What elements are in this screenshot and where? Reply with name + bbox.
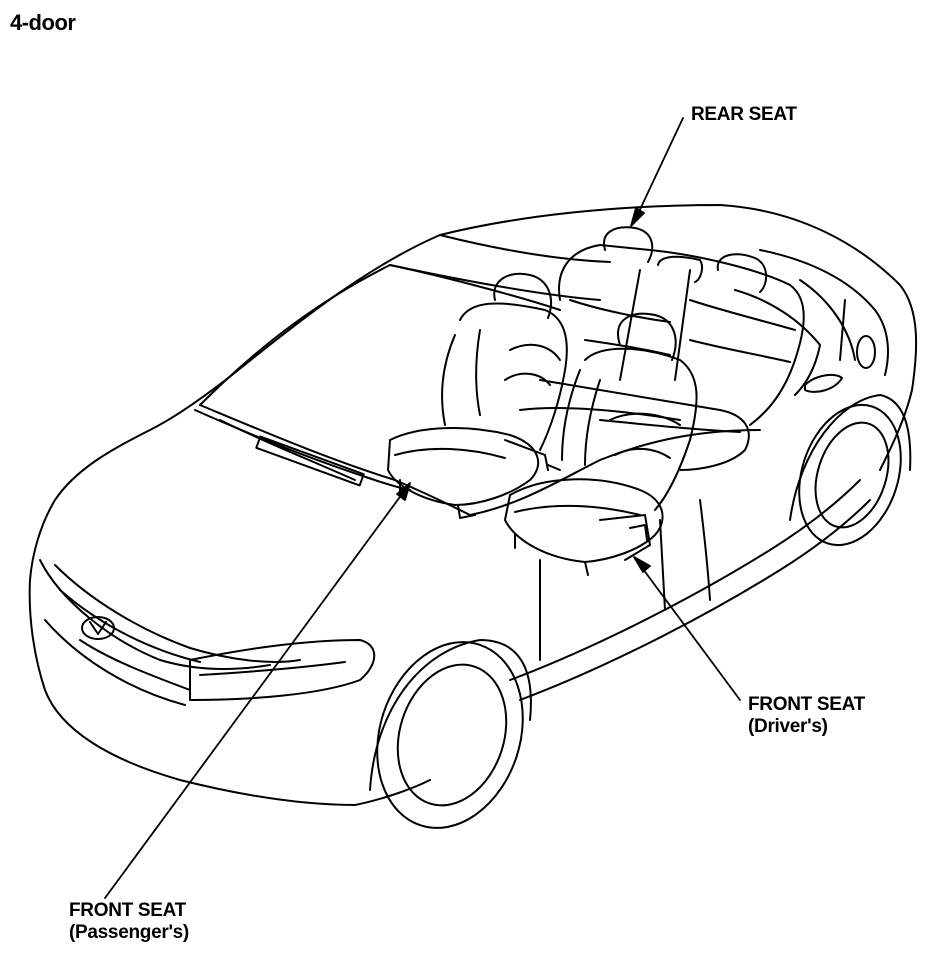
front-seat-driver-label: FRONT SEAT (Driver's) [748,694,865,738]
driver-seat-arrowhead [634,557,650,572]
car-body [30,205,918,847]
diagram-title: 4-door [10,10,76,35]
front-seat-driver [505,314,697,575]
front-seat-passenger-label: FRONT SEAT (Passenger's) [69,900,189,944]
rear-seat [520,227,804,470]
rear-seat-arrowhead [631,208,644,226]
driver-seat-leader [640,565,740,700]
passenger-seat-leader [105,490,405,898]
rear-seat-label: REAR SEAT [691,104,797,126]
front-seat-passenger-label-line2: (Passenger's) [69,922,189,943]
front-seat-passenger-label-line1: FRONT SEAT [69,900,186,921]
rear-seat-label-line1: REAR SEAT [691,104,797,125]
passenger-seat-arrowhead [397,483,410,500]
callout-lines [105,118,740,898]
front-seat-driver-label-line1: FRONT SEAT [748,694,865,715]
front-seat-passenger [388,274,567,518]
rear-seat-leader [636,118,683,218]
front-seat-driver-label-line2: (Driver's) [748,716,828,737]
